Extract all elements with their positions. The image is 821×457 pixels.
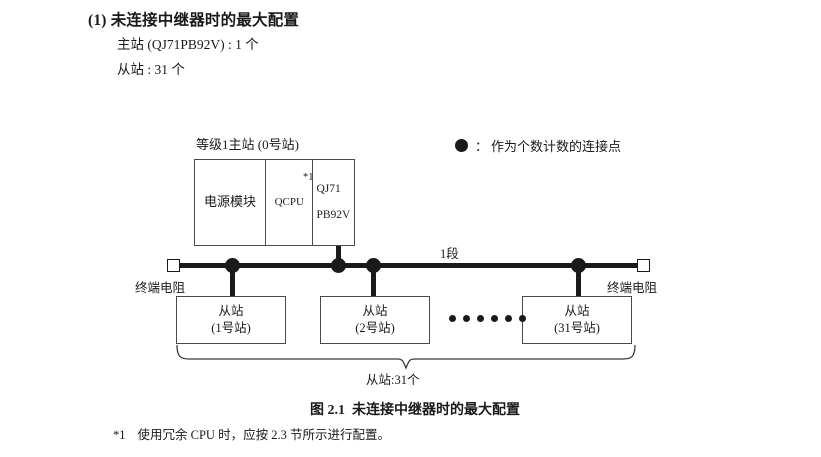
cpu-module-cell: QCPU *1 (266, 160, 314, 245)
ellipsis-dot (519, 315, 526, 322)
slave-count-brace (170, 344, 640, 377)
ellipsis-dot (505, 315, 512, 322)
ellipsis-dot (449, 315, 456, 322)
master-drop-line (336, 246, 341, 266)
slave-station-box-2: 从站 (2号站) (320, 296, 430, 344)
legend-colon: ： (475, 139, 489, 154)
ellipsis-dot (477, 315, 484, 322)
terminating-resistor-right-label: 终端电阻 (607, 281, 658, 295)
connection-node-master (331, 258, 346, 273)
spec-line-master: 主站 (QJ71PB92V) : 1 个 (117, 37, 259, 52)
slave-count-label: 从站:31个 (366, 373, 420, 387)
ellipsis-dot (463, 315, 470, 322)
network-module-cell: QJ71 PB92V (313, 160, 354, 245)
slave-box-station-2: (2号站) (355, 321, 395, 335)
master-module-assembly: 电源模块 QCPU *1 QJ71 PB92V (194, 159, 355, 246)
slave-station-box-31: 从站 (31号站) (522, 296, 632, 344)
footnote-text: 使用冗余 CPU 时，应按 2.3 节所示进行配置。 (137, 428, 390, 442)
spec-line-slave: 从站 : 31 个 (117, 62, 185, 77)
connection-node-slave31 (571, 258, 586, 273)
cpu-module-label: QCPU (274, 196, 304, 209)
filled-circle-icon (455, 139, 468, 152)
network-module-line2: PB92V (316, 209, 351, 222)
figure-title: 未连接中继器时的最大配置 (352, 403, 520, 418)
master-station-label: 等级1主站 (0号站) (196, 137, 299, 152)
ellipsis-dot (491, 315, 498, 322)
footnote-mark: *1 (113, 428, 126, 442)
section-title: 未连接中继器时的最大配置 (110, 12, 300, 29)
slave1-drop-line (230, 266, 235, 297)
terminating-resistor-left-icon (167, 259, 180, 272)
slave-box-title-1: 从站 (218, 304, 244, 319)
connection-node-slave1 (225, 258, 240, 273)
section-number: (1) (88, 12, 107, 29)
trunk-bus-line (176, 263, 639, 268)
connection-node-slave2 (366, 258, 381, 273)
ellipsis-dots (449, 315, 526, 322)
slave-box-station-1: (1号站) (211, 321, 251, 335)
segment-label: 1段 (440, 247, 459, 261)
network-module-line1: QJ71 (316, 182, 341, 195)
power-module-cell: 电源模块 (195, 160, 267, 245)
slave-station-box-1: 从站 (1号站) (176, 296, 286, 344)
brace-svg (176, 344, 636, 370)
terminating-resistor-left-label: 终端电阻 (135, 281, 186, 295)
legend: ： 作为个数计数的连接点 (455, 136, 621, 155)
section-heading: (1)未连接中继器时的最大配置 (88, 8, 299, 30)
footnote: *1 使用冗余 CPU 时，应按 2.3 节所示进行配置。 (113, 424, 390, 443)
slave-box-title-2: 从站 (362, 304, 388, 319)
figure-caption: 图 2.1 未连接中继器时的最大配置 (310, 399, 520, 419)
cpu-footnote-mark: *1 (302, 172, 314, 183)
slave-box-station-31: (31号站) (554, 321, 600, 335)
slave31-drop-line (576, 266, 581, 297)
slave-box-title-31: 从站 (564, 304, 590, 319)
terminating-resistor-right-icon (637, 259, 650, 272)
legend-label: 作为个数计数的连接点 (491, 139, 622, 154)
figure-number: 图 2.1 (310, 403, 345, 418)
slave2-drop-line (371, 266, 376, 297)
